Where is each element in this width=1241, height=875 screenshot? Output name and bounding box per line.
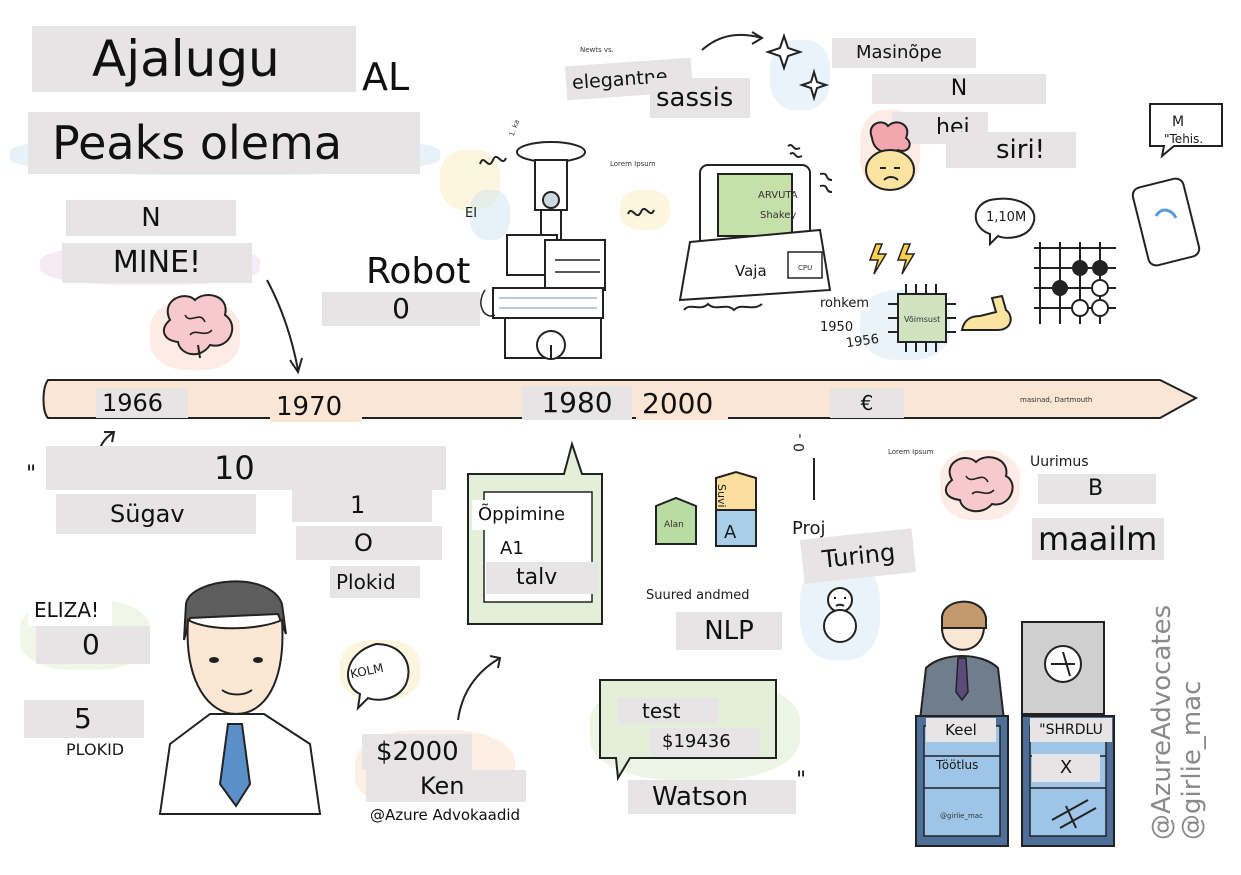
oppimine-label: Õppimine [472,500,582,530]
brain-icon-left [162,294,234,359]
sassis-label: sassis [650,78,750,118]
computer-vaja: Vaja [735,262,767,280]
price-label: $19436 [650,728,760,756]
timeline-year-1970: 1970 [270,392,362,422]
phone-bubble-line2: "Tehis. [1164,132,1204,146]
mid-right-tiny: Lorem Ipsum [888,448,934,456]
o-label: O [296,526,442,560]
zero-rotated: 0 - [792,433,808,452]
contestant-icon [918,600,1006,721]
brain-icon-right [944,456,1014,513]
arrow-to-1970 [266,279,303,375]
proj-label: Proj [792,518,826,539]
b-label: B [1038,474,1156,504]
speech-bubble-phone [1149,103,1223,159]
arrow-to-box [457,655,502,721]
gpu-1950: 1950 [820,320,854,335]
podium-tootlus: Töötlus [936,758,979,772]
ten-label: 10 [46,446,446,490]
squiggle-icon-b [627,207,655,217]
timeline-year-2000: 2000 [636,388,728,420]
shakey-robot-icon [480,141,606,360]
computer-cpu: CPU [798,264,813,272]
go-bubble-text: 1,10M [986,210,1027,225]
a1-label: A1 [494,536,554,562]
lightning-icon [868,243,916,275]
robot-count: 0 [322,292,480,326]
quote-mark-left: " [26,462,37,487]
squiggle-icon-c [819,172,833,193]
ken-label: Ken [366,770,526,802]
plokid-label: Plokid [330,566,420,598]
robot-label: Robot [360,252,478,292]
watson-screen-icon [1021,621,1105,715]
podium-x: X [1032,754,1100,782]
close-quote: " [796,768,807,793]
speech-bubble-go [974,197,1036,247]
squiggle-icon-a [479,155,507,165]
test-label: test [618,698,718,724]
top-left-n: N [66,200,236,236]
eliza-label: ELIZA! [28,594,112,626]
one-label: 1 [292,488,432,522]
sugav-label: Sügav [56,494,256,534]
speech-bubble-kolm [347,642,410,711]
masinope-label: Masinõpe [832,38,976,68]
wash-blue-robot [470,190,510,240]
nlp-label: NLP [676,612,782,650]
suured-andmed: Suured andmed [646,588,750,603]
squiggle-icon-d [787,144,803,158]
robot-ei-tag: EI [465,206,478,221]
go-board-icon [1034,242,1116,324]
five-label: 5 [24,700,144,738]
smartphone-icon [1131,177,1201,267]
person-portrait-icon [158,580,322,815]
credit-girlie-mac: @girlie_mac [1176,680,1207,840]
top-left-mine: MINE! [62,243,252,283]
plokid-caps: PLOKID [66,740,125,759]
siri-label: siri! [946,132,1076,168]
title-ai: AL [356,52,416,102]
credits: @AzureAdvocates @girlie_mac [1147,604,1208,840]
timeline-year-1980: 1980 [522,386,632,420]
timeline-tick [813,458,815,500]
phone-bubble-line1: M [1172,114,1185,130]
watson-label: Watson [628,780,796,814]
robot-ka-tag: 1. ka [507,118,522,138]
podium-shrdlu: "SHRDLU [1030,718,1112,742]
talv-label: talv [486,562,598,594]
uurimus-label: Uurimus [1030,454,1089,470]
maailm-label: maailm [1032,518,1164,560]
news-vs: Newts vs. [580,46,614,54]
blocks-icon [655,470,757,547]
block-alan: Alan [664,520,684,530]
credit-azure-advocates: @AzureAdvocates [1147,604,1177,840]
robot-small-tag: Lorem Ipsum [610,160,656,168]
computer-screen-line1: ARVUTA [758,190,798,201]
title-line1: Ajalugu [32,26,356,92]
block-a: A [724,522,737,543]
timeline-year-1966: 1966 [96,388,188,418]
gpu-chip-label: Võimsust [904,315,941,324]
computer-screen-line2: Shakey [760,210,797,221]
computer-icon [678,164,832,312]
flexed-arm-icon [960,294,1012,331]
snowman-icon [823,587,857,643]
sparkle-icon [764,32,830,102]
timeline-dartmouth: masinad, Dartmouth [1020,396,1093,404]
azure-label: @Azure Advokaadid [364,802,550,828]
podium-small-credit: @girlie_mac [940,812,983,820]
block-suvi: Suvi [715,484,728,508]
eliza-zero: 0 [36,626,150,664]
gpu-rohkem: rohkem [820,296,869,311]
money-label: $2000 [362,734,472,770]
exploding-head-icon [865,121,915,191]
gpu-chip-icon [888,284,956,352]
title-line2: Peaks olema [28,112,420,174]
top-right-n: N [872,74,1046,104]
arrow-top [701,31,764,51]
podium-keel: Keel [926,718,996,742]
timeline-euro: € [830,388,904,418]
